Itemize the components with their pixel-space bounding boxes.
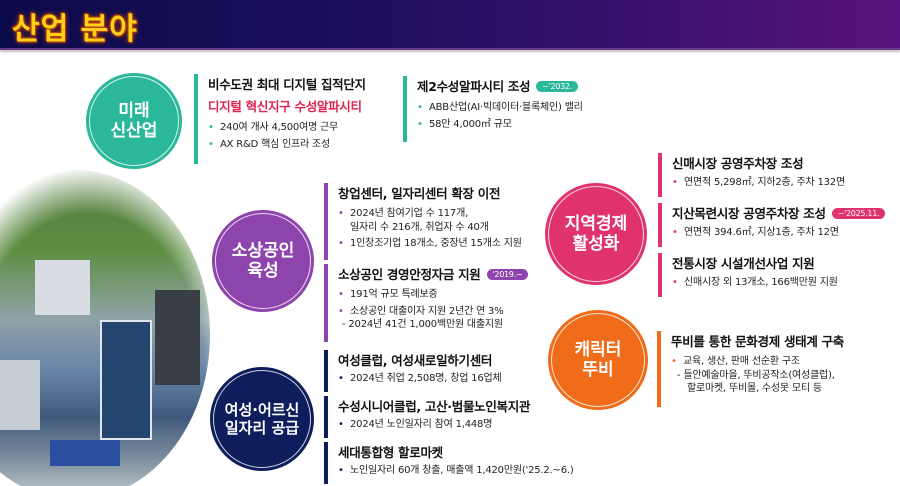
block-title: 창업센터, 일자리센터 확장 이전 [338,186,501,201]
category-local-economy: 지역경제 활성화 [545,183,647,285]
category-small-business: 소상공인 육성 [212,210,314,312]
building-shape [35,260,90,315]
bullet-icon: • [338,465,344,476]
bullet-icon: • [672,227,678,238]
info-block: 세대통합형 할로마켓 • 노인일자리 60개 창출, 매출액 1,420만원('2… [324,442,574,484]
category-label: 캐릭터 [574,339,622,360]
category-character-ddubi: 캐릭터 뚜비 [548,310,648,410]
category-label: 육성 [247,261,279,281]
bullet-icon: • [417,118,423,130]
bullet-text: 240여 개사 4,500여명 근무 [220,122,339,133]
info-block: 전통시장 시설개선사업 지원 • 신매시장 외 13개소, 166백만원 지원 [658,253,838,297]
bullet-subtext: 할로마켓, 뚜비몰, 수성못 모티 등 [687,383,822,394]
category-label: 소상공인 [231,240,295,261]
category-label: 일자리 공급 [224,419,300,437]
bullet-icon: • [338,373,344,384]
info-block: 제2수성알파시티 조성 ~'2032. • ABB산업(AI·빅데이터·블록체인) … [403,76,583,142]
block-title: 뚜비를 통한 문화경제 생태계 구축 [671,334,845,349]
bullet-text: 연면적 5,298㎡, 지하2층, 주차 132면 [684,177,845,188]
info-block: 여성클럽, 여성새로일하기센터 • 2024년 취업 2,508명, 창업 16업… [324,350,502,392]
bullet-text: 2024년 노인일자리 참여 1,448명 [350,419,493,430]
bullet-text: 2024년 취업 2,508명, 창업 16업체 [350,373,502,384]
info-block: 지산목련시장 공영주차장 조성 ~'2025.11. • 연면적 394.6㎡, 지… [658,203,886,247]
info-block: 소상공인 경영안정자금 지원 '2019.~ • 191억 규모 특례보증 • 소상공… [324,264,529,342]
bullet-icon: • [672,277,678,288]
bullet-text: 소상공인 대출이자 지원 2년간 연 3% [350,305,504,317]
info-block: 수성시니어클럽, 고산·범물노인복지관 • 2024년 노인일자리 참여 1,44… [324,396,530,438]
category-label: 뚜비 [582,360,614,380]
bullet-text: 191억 규모 특례보증 [350,289,438,300]
info-block: 비수도권 최대 디지털 집적단지 디지털 혁신지구 수성알파시티 • 240여 개… [194,74,366,164]
page-title: 산업 분야 [12,12,138,47]
bullet-icon: • [208,122,214,133]
block-title: 신매시장 공영주차장 조성 [672,156,804,171]
category-label: 신산업 [110,121,158,141]
bullet-icon: • [338,289,344,300]
block-title: 여성클럽, 여성새로일하기센터 [338,353,493,368]
pool-shape [50,440,120,466]
block-title: 비수도권 최대 디지털 집적단지 [208,77,366,92]
bullet-icon: • [671,356,677,367]
block-title: 지산목련시장 공영주차장 조성 [672,206,826,221]
building-shape [155,290,200,385]
bullet-icon: • [338,419,344,430]
bullet-text: 2024년 참여기업 수 117개, [350,208,469,219]
header-banner: 산업 분야 [0,0,900,50]
bullet-icon: • [208,138,214,150]
bullet-icon: • [338,208,344,219]
period-badge: ~'2032. [536,81,578,92]
bullet-subtext: - 2024년 41건 1,000백만원 대출지원 [342,319,503,330]
block-title: 소상공인 경영안정자금 지원 [338,267,481,282]
info-block: 뚜비를 통한 문화경제 생태계 구축 • 교육, 생산, 판매 선순환 구조 - … [657,331,844,407]
block-title: 전통시장 시설개선사업 지원 [672,256,815,271]
building-shape [0,360,40,430]
info-block: 창업센터, 일자리센터 확장 이전 • 2024년 참여기업 수 117개, 일자… [324,183,522,260]
bullet-text: AX R&D 핵심 인프라 조성 [220,138,331,150]
bullet-text: 노인일자리 60개 창출, 매출액 1,420만원('25.2.~6.) [350,465,574,476]
bullet-text: 58만 4,000㎡ 규모 [429,118,512,130]
category-label: 활성화 [572,234,620,254]
block-subtitle: 디지털 혁신지구 수성알파시티 [208,99,362,114]
bullet-icon: • [338,305,344,317]
bullet-text: 연면적 394.6㎡, 지상1층, 주차 12면 [684,227,839,238]
city-aerial-photo [0,170,210,486]
bullet-icon: • [338,238,344,249]
bullet-text: 일자리 수 216개, 취업자 수 40개 [350,221,489,233]
bullet-text: 신매시장 외 13개소, 166백만원 지원 [684,277,838,288]
bullet-text: ABB산업(AI·빅데이터·블록체인) 밸리 [429,102,583,113]
bullet-icon: • [417,102,423,113]
category-women-senior-jobs: 여성·어르신 일자리 공급 [210,367,314,471]
bullet-text: 교육, 생산, 판매 선순환 구조 [683,356,800,367]
block-title: 세대통합형 할로마켓 [338,445,443,460]
building-shape [100,320,152,440]
category-label: 미래 [118,100,150,121]
period-badge: '2019.~ [486,269,529,280]
category-label: 지역경제 [564,213,628,234]
block-title: 제2수성알파시티 조성 [417,79,531,94]
category-label: 여성·어르신 [224,401,300,419]
bullet-icon: • [672,177,678,188]
block-title: 수성시니어클럽, 고산·범물노인복지관 [338,399,531,414]
bullet-text: 1인창조기업 18개소, 중장년 15개소 지원 [350,238,522,249]
period-badge: ~'2025.11. [831,208,886,219]
bullet-subtext: - 들안예술마을, 뚜비공작소(여성클럽), [677,369,835,381]
category-future-industry: 미래 신산업 [86,73,182,169]
info-block: 신매시장 공영주차장 조성 • 연면적 5,298㎡, 지하2층, 주차 132면 [658,153,845,197]
